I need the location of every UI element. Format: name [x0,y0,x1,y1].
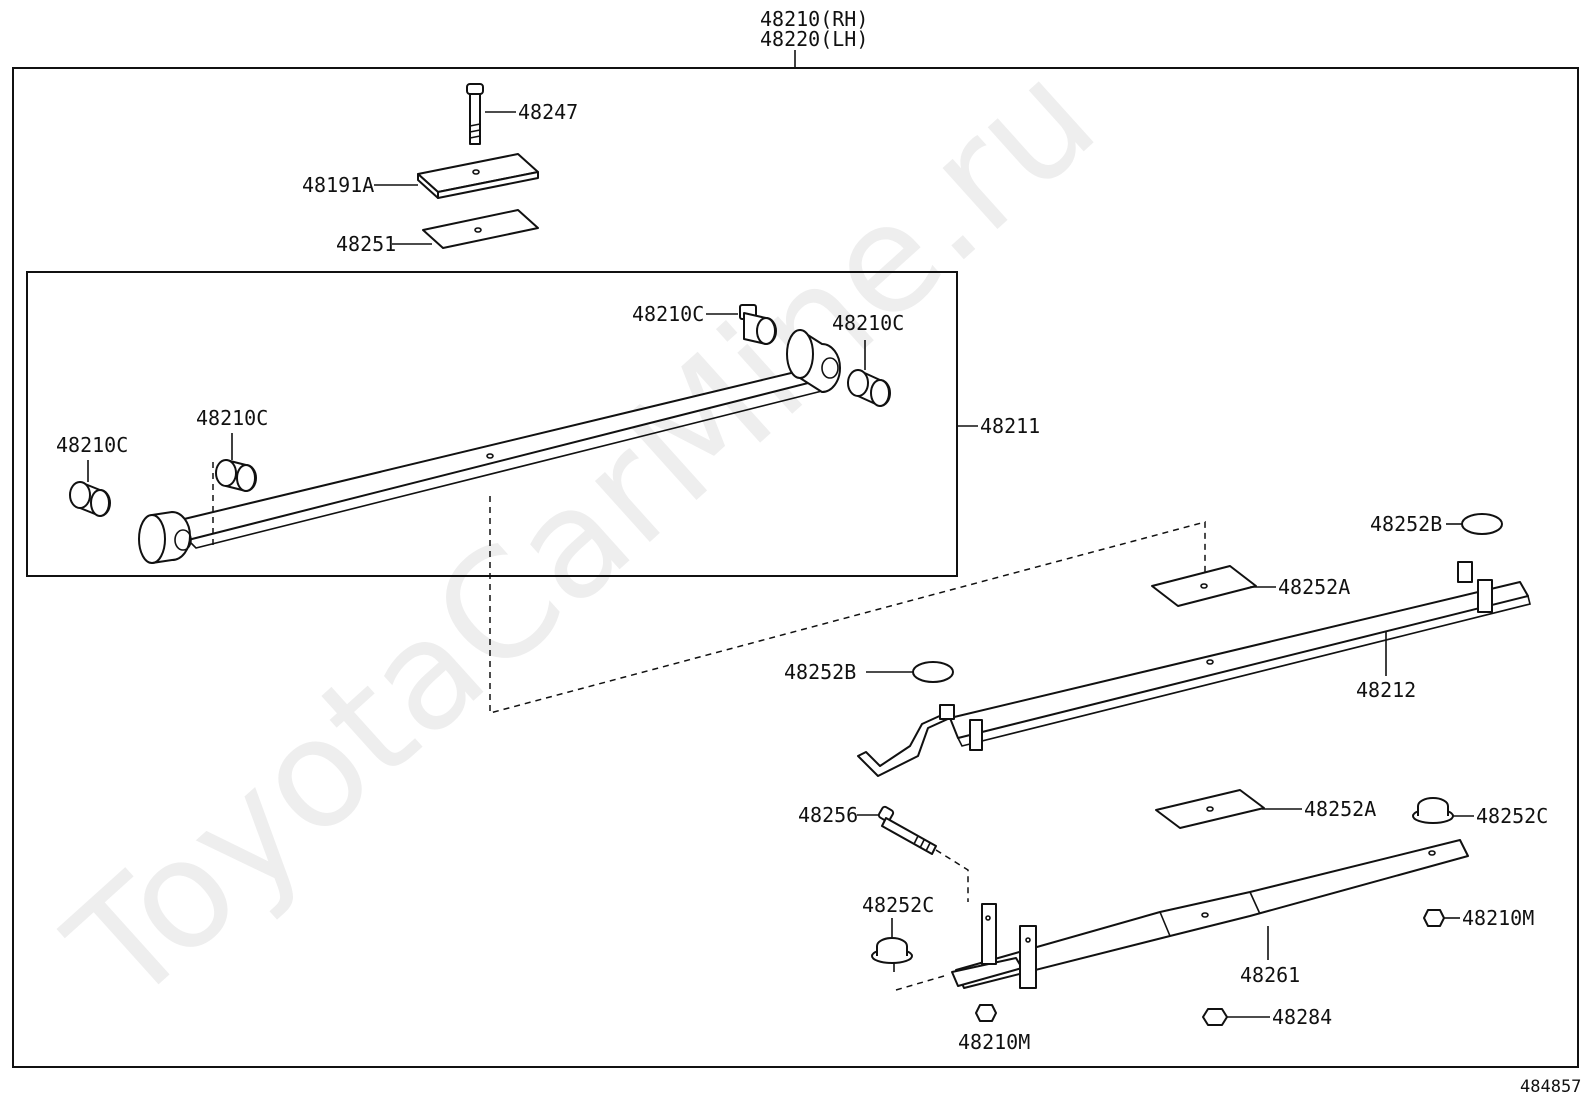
label-bushing-lower-mid[interactable]: 48210C [196,406,268,430]
label-48252a-mid[interactable]: 48252A [1278,575,1350,599]
bushing-lower-mid[interactable] [215,459,257,492]
label-48252a-low[interactable]: 48252A [1304,797,1376,821]
bushing-upper-right[interactable] [847,369,891,407]
bolt-48247[interactable] [466,83,484,145]
insulator-48251[interactable] [422,209,539,249]
second-leaf-48212[interactable] [857,561,1531,777]
assembly-frame [12,67,1579,1068]
dashed-alignment-line [489,496,1206,714]
label-bushing-upper-left[interactable]: 48210C [632,302,704,326]
nut-48210m-bottom[interactable] [975,1004,997,1022]
assembly-label-lh[interactable]: 48220(LH) [760,27,868,51]
clip-48252c-left[interactable] [871,937,913,972]
main-leaf-subassembly-frame [26,271,958,577]
label-bushing-lower-left[interactable]: 48210C [56,433,128,457]
bushing-upper-left[interactable] [739,304,777,345]
label-48247[interactable]: 48247 [518,100,578,124]
main-leaf-48211[interactable] [138,329,841,564]
bumper-48252b-left[interactable] [912,661,954,683]
label-48191a[interactable]: 48191A [302,173,374,197]
nut-48284[interactable] [1202,1008,1228,1026]
bushing-lower-left[interactable] [69,481,111,517]
dashed-line-bolt [935,849,969,902]
label-48252b-right[interactable]: 48252B [1370,512,1442,536]
label-48284[interactable]: 48284 [1272,1005,1332,1029]
label-48251[interactable]: 48251 [336,232,396,256]
bumper-48252b-right[interactable] [1461,513,1503,535]
plate-48191a[interactable] [417,153,539,199]
label-48212[interactable]: 48212 [1356,678,1416,702]
label-48210m-right[interactable]: 48210M [1462,906,1534,930]
third-leaf-48261[interactable] [951,839,1469,989]
label-bushing-upper-right[interactable]: 48210C [832,311,904,335]
bolt-48256[interactable] [877,805,937,855]
label-48210m-bottom[interactable]: 48210M [958,1030,1030,1054]
clip-48252c-right[interactable] [1412,797,1454,824]
label-48252c-right[interactable]: 48252C [1476,804,1548,828]
label-48256[interactable]: 48256 [798,803,858,827]
label-48211[interactable]: 48211 [980,414,1040,438]
diagram-reference-number: 484857 [1520,1077,1581,1097]
dashed-line-clip [895,975,945,991]
label-48261[interactable]: 48261 [1240,963,1300,987]
nut-48210m-right[interactable] [1423,909,1445,927]
label-48252b-left[interactable]: 48252B [784,660,856,684]
insulator-48252a-low[interactable] [1155,789,1265,829]
label-48252c-left[interactable]: 48252C [862,893,934,917]
assembly-label-rh[interactable]: 48210(RH) [760,7,868,31]
insulator-48252a-mid[interactable] [1151,565,1257,607]
